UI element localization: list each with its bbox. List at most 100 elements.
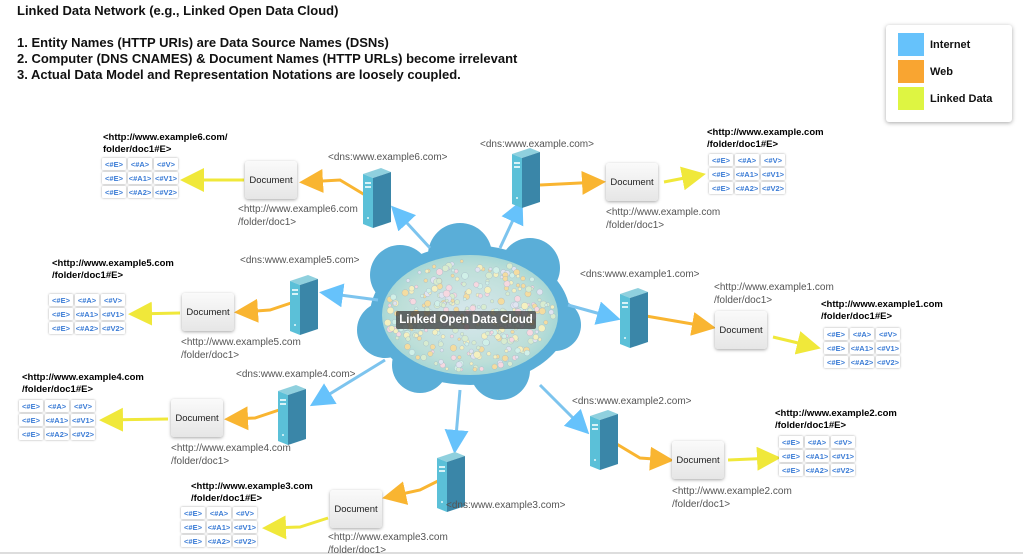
doc-url-line: /folder/doc1> bbox=[714, 295, 773, 306]
triple-cell: <#V> bbox=[101, 294, 125, 306]
entity-uri-example6: <http://www.example6.com/folder/doc1#E> bbox=[103, 132, 228, 156]
dataset-node bbox=[423, 278, 428, 283]
triple-cell: <#E> bbox=[181, 507, 205, 519]
dataset-node bbox=[476, 345, 481, 350]
entity-uri-line: <http://www.example1.com bbox=[821, 299, 943, 310]
entity-uri-line: /folder/doc1#E> bbox=[821, 311, 893, 322]
entity-uri-line: /folder/doc1#E> bbox=[707, 139, 779, 150]
triple-cell: <#A> bbox=[128, 158, 152, 170]
internet-link bbox=[567, 301, 621, 325]
point-2: 2. Computer (DNS CNAMES) & Document Name… bbox=[17, 51, 518, 66]
triple-cell: <#A> bbox=[75, 294, 99, 306]
triple-cell: <#A2> bbox=[75, 322, 99, 334]
document-example1[interactable]: Document bbox=[715, 311, 767, 349]
dataset-node bbox=[485, 272, 493, 280]
dataset-node bbox=[420, 294, 424, 298]
internet-link bbox=[444, 389, 469, 454]
dataset-node bbox=[506, 262, 513, 270]
doc-url-example2: <http://www.example2.com/folder/doc1> bbox=[672, 485, 792, 511]
server-icon bbox=[620, 288, 648, 348]
document-example2[interactable]: Document bbox=[672, 441, 724, 479]
internet-link bbox=[309, 358, 386, 407]
dataset-node bbox=[471, 340, 477, 346]
dns-label-example2: <dns:www.example2.com> bbox=[572, 396, 692, 407]
dataset-node bbox=[409, 298, 417, 305]
linked-data-swatch bbox=[898, 87, 924, 110]
dataset-node bbox=[525, 285, 532, 293]
document-example3[interactable]: Document bbox=[330, 490, 382, 528]
doc-url-line: /folder/doc1> bbox=[238, 217, 297, 228]
document-example6[interactable]: Document bbox=[245, 161, 297, 199]
triple-grid-example1: <#E><#A><#V><#E><#A1><#V1><#E><#A2><#V2> bbox=[824, 328, 900, 368]
dns-label-example: <dns:www.example.com> bbox=[480, 139, 594, 150]
dataset-node bbox=[469, 348, 474, 354]
internet-link bbox=[538, 383, 590, 435]
document-example4[interactable]: Document bbox=[171, 399, 223, 437]
triple-cell: <#V2> bbox=[101, 322, 125, 334]
dataset-node bbox=[461, 281, 467, 287]
triple-cell: <#E> bbox=[779, 464, 803, 476]
dataset-node bbox=[445, 298, 449, 303]
server-icon bbox=[290, 275, 318, 335]
triple-cell: <#V1> bbox=[154, 172, 178, 184]
dataset-node bbox=[426, 288, 432, 294]
doc-url-example5: <http://www.example5.com/folder/doc1> bbox=[181, 336, 301, 362]
dataset-node bbox=[461, 272, 469, 280]
legend-item-web: Web bbox=[898, 60, 953, 83]
triple-cell: <#V2> bbox=[876, 356, 900, 368]
triple-cell: <#E> bbox=[824, 342, 848, 354]
dataset-node bbox=[520, 276, 526, 281]
triple-cell: <#V1> bbox=[71, 414, 95, 426]
triple-cell: <#A> bbox=[735, 154, 759, 166]
doc-url-line: /folder/doc1> bbox=[171, 456, 230, 467]
linked-data-link bbox=[99, 407, 169, 432]
dataset-node bbox=[454, 299, 460, 305]
dataset-node bbox=[489, 330, 494, 335]
cloud-label: Linked Open Data Cloud bbox=[396, 311, 536, 329]
point-1: 1. Entity Names (HTTP URIs) are Data Sou… bbox=[17, 35, 389, 50]
dataset-node bbox=[387, 303, 392, 308]
triple-grid-example5: <#E><#A><#V><#E><#A1><#V1><#E><#A2><#V2> bbox=[49, 294, 125, 334]
legend-label: Web bbox=[930, 65, 954, 78]
dataset-node bbox=[432, 264, 437, 269]
dataset-node bbox=[408, 285, 415, 292]
entity-uri-line: <http://www.example2.com bbox=[775, 408, 897, 419]
web-link bbox=[609, 438, 674, 471]
document-example5[interactable]: Document bbox=[182, 293, 234, 331]
point-3: 3. Actual Data Model and Representation … bbox=[17, 67, 461, 82]
triple-cell: <#E> bbox=[181, 535, 205, 547]
dataset-node bbox=[424, 300, 431, 307]
linked-data-link bbox=[727, 446, 781, 471]
dataset-node bbox=[509, 337, 515, 343]
dataset-node bbox=[442, 264, 449, 272]
dataset-node bbox=[406, 278, 411, 283]
doc-url-line: <http://www.example5.com bbox=[181, 337, 301, 348]
entity-uri-line: folder/doc1#E> bbox=[103, 144, 172, 155]
dataset-node bbox=[502, 276, 508, 282]
linked-data-link bbox=[772, 331, 821, 355]
dataset-node bbox=[445, 284, 453, 292]
dataset-node bbox=[504, 349, 509, 353]
internet-link bbox=[319, 283, 379, 308]
linked-data-link bbox=[128, 301, 181, 326]
entity-uri-line: <http://www.example5.com bbox=[52, 258, 174, 269]
triple-cell: <#A1> bbox=[850, 342, 874, 354]
doc-url-example3: <http://www.example3.com/folder/doc1> bbox=[328, 531, 448, 557]
diagram-title: Linked Data Network (e.g., Linked Open D… bbox=[17, 3, 339, 18]
dataset-node bbox=[514, 295, 521, 303]
triple-cell: <#E> bbox=[824, 356, 848, 368]
document-example[interactable]: Document bbox=[606, 163, 658, 201]
dataset-node bbox=[393, 328, 399, 334]
triple-cell: <#V2> bbox=[831, 464, 855, 476]
dataset-node bbox=[408, 349, 416, 356]
dataset-node bbox=[476, 305, 481, 309]
triple-cell: <#V1> bbox=[831, 450, 855, 462]
legend-item-linked-data: Linked Data bbox=[898, 87, 992, 110]
dataset-node bbox=[450, 354, 457, 361]
dataset-node bbox=[512, 301, 519, 308]
triple-cell: <#E> bbox=[181, 521, 205, 533]
dataset-node bbox=[463, 297, 467, 301]
dataset-node bbox=[490, 299, 494, 304]
triple-cell: <#E> bbox=[709, 182, 733, 194]
triple-cell: <#A> bbox=[207, 507, 231, 519]
